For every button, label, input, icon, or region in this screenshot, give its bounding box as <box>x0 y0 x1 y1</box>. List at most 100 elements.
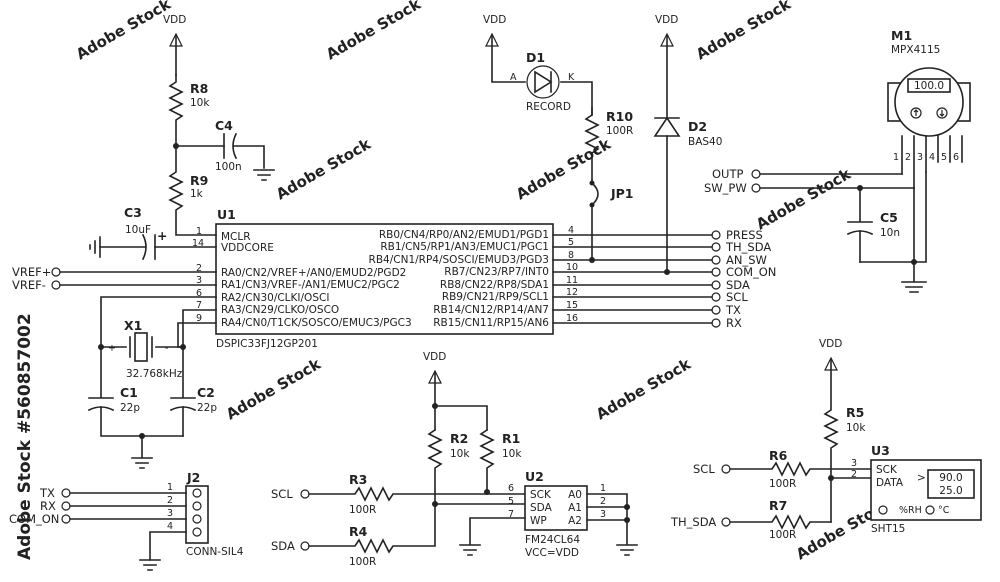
resistor-zigzag <box>308 486 526 502</box>
r3-resistor: SCL R3 100R <box>271 472 526 516</box>
net-label-rx: RX <box>40 499 56 513</box>
r4-value: 100R <box>349 556 376 568</box>
watermark-text: Adobe Stock <box>323 0 425 63</box>
u1-pin-name: RB9/CN21/RP9/SCL1 <box>442 291 549 303</box>
junction-dot <box>432 403 438 409</box>
net-port[interactable] <box>711 280 721 290</box>
c3-capacitor: C3 10uF + <box>89 205 217 261</box>
vdd-supply-r8: VDD <box>163 14 186 76</box>
u3-display <box>927 469 975 499</box>
m1-pin-number: 3 <box>917 152 923 163</box>
net-port[interactable] <box>711 318 721 328</box>
vdd-arrow-icon <box>169 32 183 47</box>
jp1-jumper: JP1 <box>589 180 634 263</box>
r2-value: 10k <box>450 448 470 460</box>
led-circle <box>526 65 560 99</box>
u2-ref: U2 <box>525 469 544 484</box>
wire <box>170 346 196 399</box>
ground-icon <box>253 169 275 181</box>
net-label-th-sda: TH_SDA <box>670 515 716 529</box>
net-port[interactable] <box>61 501 71 511</box>
address-ground <box>586 493 638 556</box>
m1-display: 100.0 <box>914 80 944 92</box>
x1-minus: - <box>165 343 168 354</box>
vdd-label: VDD <box>655 14 678 26</box>
net-port[interactable] <box>711 292 721 302</box>
vref-wires <box>59 271 217 286</box>
u2-pin-number: 5 <box>508 496 514 507</box>
connector-pin <box>192 514 202 524</box>
net-label-tx: TX <box>725 303 741 317</box>
net-label-th-sda: TH_SDA <box>725 240 771 254</box>
u1-part: DSPIC33FJ12GP201 <box>216 338 318 350</box>
net-port[interactable] <box>51 267 61 277</box>
u3-ref: U3 <box>871 443 890 458</box>
net-port[interactable] <box>711 242 721 252</box>
net-label-press: PRESS <box>726 228 763 242</box>
m1-part: MPX4115 <box>891 44 940 56</box>
net-port[interactable] <box>711 230 721 240</box>
m1-pin-number: 2 <box>905 152 911 163</box>
wire <box>100 406 184 437</box>
net-port[interactable] <box>61 488 71 498</box>
net-port[interactable] <box>721 517 731 527</box>
net-label-tx: TX <box>39 486 55 500</box>
jp1-ref: JP1 <box>610 186 634 201</box>
j2-pin-number: 2 <box>167 495 173 506</box>
u3-pin-name: SCK <box>876 464 898 476</box>
net-label-scl: SCL <box>693 462 715 476</box>
r1-value: 10k <box>502 448 522 460</box>
u3-sensor: U3 SCK DATA 3 2 > 90.0 25.0 %RH °C SHT15 <box>851 443 982 535</box>
net-port[interactable] <box>721 464 731 474</box>
vdd-label: VDD <box>819 338 842 350</box>
resistor-zigzag <box>823 359 839 523</box>
jumper-link[interactable] <box>590 181 599 207</box>
r10-value: 100R <box>606 125 633 137</box>
net-port[interactable] <box>51 280 61 290</box>
net-port[interactable] <box>61 514 71 524</box>
connector-pin <box>192 488 202 498</box>
net-port[interactable] <box>751 169 761 179</box>
stock-id-label: Adobe Stock #560857002 <box>15 313 35 560</box>
u1-pin-name: RA3/CN29/CLKO/OSCO <box>221 304 339 316</box>
u2-supply: VCC=VDD <box>525 547 579 559</box>
vdd-label: VDD <box>163 14 186 26</box>
x1-crystal: X1 32.768kHz + - <box>100 296 217 380</box>
net-port[interactable] <box>751 183 761 193</box>
r9-value: 1k <box>190 188 204 200</box>
diode-icon <box>534 70 553 94</box>
watermark-text: Adobe Stock <box>223 354 325 423</box>
net-label-outp: OUTP <box>712 167 743 181</box>
watermark-text: Adobe Stock <box>513 134 615 203</box>
c5-ref: C5 <box>880 210 898 225</box>
net-port[interactable] <box>300 489 310 499</box>
r1-resistor: R1 10k <box>479 428 522 495</box>
net-port[interactable] <box>300 541 310 551</box>
ground-icon <box>89 236 101 258</box>
u1-pin-name: RB0/CN4/RP0/AN2/EMUD1/PGD1 <box>379 229 549 241</box>
resistor-zigzag <box>479 428 495 493</box>
c2-ref: C2 <box>197 385 215 400</box>
c1-ref: C1 <box>120 385 138 400</box>
vdd-supply-pullups: VDD <box>423 351 488 431</box>
net-label-scl: SCL <box>726 290 748 304</box>
vdd-label: VDD <box>423 351 446 363</box>
u1-pin-name: RA0/CN2/VREF+/AN0/EMUD2/PGD2 <box>221 267 406 279</box>
net-port[interactable] <box>711 255 721 265</box>
u1-pin-number: 16 <box>566 313 578 324</box>
net-label-com-on: COM_ON <box>726 265 776 279</box>
vdd-label: VDD <box>483 14 506 26</box>
d1-ref: D1 <box>526 50 545 65</box>
net-port[interactable] <box>711 305 721 315</box>
u1-pin-name: RB7/CN23/RP7/INT0 <box>444 266 549 278</box>
u1-mcu: U1 DSPIC33FJ12GP201 MCLR VDDCORE RA0/CN2… <box>192 207 578 350</box>
c2-capacitor: C2 22p <box>98 344 217 469</box>
c1-capacitor: C1 22p <box>87 346 184 437</box>
net-port[interactable] <box>711 267 721 277</box>
u2-pin-number: 7 <box>508 509 514 520</box>
u1-ref: U1 <box>217 207 236 222</box>
net-label-rx: RX <box>726 316 742 330</box>
j2-connector: J2 CONN-SIL4 1 2 3 4 TX RX COM_ON <box>9 470 244 571</box>
m1-pin-number: 1 <box>893 152 899 163</box>
